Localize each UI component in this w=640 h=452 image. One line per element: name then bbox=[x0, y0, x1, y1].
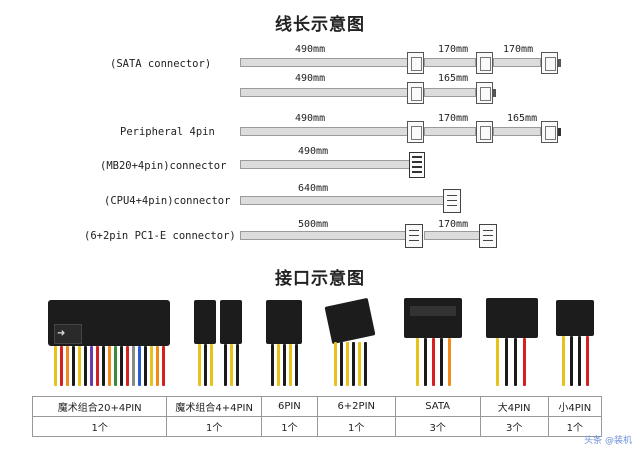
table-header-cell: SATA bbox=[394, 396, 481, 417]
cable-segment bbox=[424, 88, 476, 97]
segment-length: 490mm bbox=[295, 44, 326, 55]
connector-6pin-image bbox=[262, 296, 308, 388]
connector-count-table: 魔术组合20+4PIN 魔术组合4+4PIN 6PIN 6+2PIN SATA … bbox=[31, 396, 603, 437]
cable-label: (6+2pin PC1-E connector) bbox=[84, 230, 236, 242]
cable-segment bbox=[493, 127, 541, 136]
segment-length: 165mm bbox=[507, 113, 538, 124]
connector-20-4pin-image: ➜ bbox=[40, 296, 175, 388]
cable-label: (SATA connector) bbox=[110, 58, 212, 70]
cable-segment bbox=[240, 196, 444, 205]
cable-segment bbox=[424, 231, 480, 240]
cable-segment bbox=[240, 160, 410, 169]
cable-segment bbox=[493, 58, 541, 67]
cable-label: (CPU4+4pin)connector bbox=[104, 195, 231, 207]
cable-segment bbox=[240, 127, 408, 136]
molex-connector-icon bbox=[476, 121, 493, 143]
table-header-cell: 6+2PIN bbox=[316, 396, 396, 417]
cable-segment bbox=[424, 58, 476, 67]
segment-length: 170mm bbox=[438, 219, 469, 230]
sata-connector-icon bbox=[407, 52, 424, 74]
table-cell: 1个 bbox=[31, 416, 168, 437]
cable-label: Peripheral 4pin bbox=[120, 126, 215, 138]
segment-length: 500mm bbox=[298, 219, 329, 230]
pcie-connector-icon bbox=[405, 224, 423, 248]
table-row: 1个 1个 1个 1个 3个 3个 1个 bbox=[31, 416, 603, 437]
sata-connector-icon bbox=[541, 52, 561, 74]
molex-connector-icon bbox=[541, 121, 561, 143]
table-cell: 1个 bbox=[547, 416, 603, 437]
mb-connector-icon bbox=[409, 152, 425, 178]
connector-4-4pin-image bbox=[190, 296, 248, 388]
segment-length: 165mm bbox=[438, 73, 469, 84]
cable-segment bbox=[240, 231, 406, 240]
cable-label: (MB20+4pin)connector bbox=[100, 160, 227, 172]
table-header-cell: 6PIN bbox=[260, 396, 318, 417]
table-cell: 1个 bbox=[166, 416, 262, 437]
connector-6-2pin-image bbox=[318, 296, 378, 388]
segment-length: 170mm bbox=[438, 44, 469, 55]
table-cell: 3个 bbox=[394, 416, 481, 437]
sata-connector-icon bbox=[407, 82, 424, 104]
table-header-cell: 魔术组合4+4PIN bbox=[166, 396, 262, 417]
table-cell: 1个 bbox=[316, 416, 396, 437]
segment-length: 640mm bbox=[298, 183, 329, 194]
connector-small-4pin-image bbox=[548, 296, 600, 388]
table-header-cell: 大4PIN bbox=[479, 396, 549, 417]
table-header-row: 魔术组合20+4PIN 魔术组合4+4PIN 6PIN 6+2PIN SATA … bbox=[31, 396, 603, 417]
segment-length: 490mm bbox=[295, 73, 326, 84]
interface-title: 接口示意图 bbox=[275, 269, 365, 289]
pcie-connector-icon bbox=[479, 224, 497, 248]
table-header-cell: 魔术组合20+4PIN bbox=[31, 396, 168, 417]
segment-length: 170mm bbox=[438, 113, 469, 124]
connector-sata-image bbox=[402, 296, 464, 388]
segment-length: 490mm bbox=[298, 146, 329, 157]
table-cell: 3个 bbox=[479, 416, 549, 437]
cpu-connector-icon bbox=[443, 189, 461, 213]
segment-length: 170mm bbox=[503, 44, 534, 55]
table-header-cell: 小4PIN bbox=[547, 396, 603, 417]
molex-connector-icon bbox=[407, 121, 424, 143]
watermark: 头条 @装机 bbox=[584, 436, 632, 446]
sata-connector-icon bbox=[476, 52, 493, 74]
cable-segment bbox=[424, 127, 476, 136]
cable-segment bbox=[240, 88, 408, 97]
wire-length-title: 线长示意图 bbox=[275, 15, 365, 35]
table-cell: 1个 bbox=[260, 416, 318, 437]
sata-connector-icon bbox=[476, 82, 496, 104]
segment-length: 490mm bbox=[295, 113, 326, 124]
cable-segment bbox=[240, 58, 408, 67]
connector-large-4pin-image bbox=[484, 296, 540, 388]
